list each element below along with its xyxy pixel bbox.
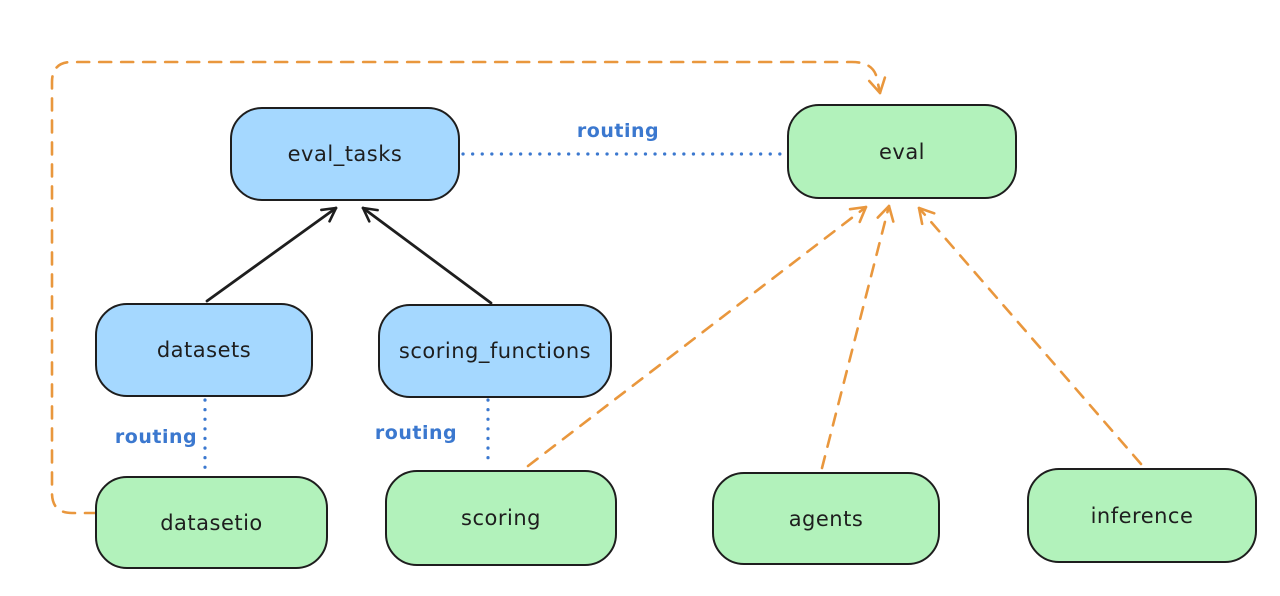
node-datasets: datasets	[95, 303, 313, 397]
edge-datasetio-to-eval-loop	[50, 60, 887, 515]
node-inference-label: inference	[1090, 503, 1194, 528]
node-scoring-functions: scoring_functions	[378, 304, 612, 398]
node-datasets-label: datasets	[156, 338, 252, 362]
edge-agents-to-eval	[820, 204, 895, 470]
edge-scoring-functions-to-eval-tasks	[361, 206, 493, 305]
node-eval: eval	[787, 104, 1017, 199]
node-eval-tasks: eval_tasks	[230, 107, 460, 201]
routing-label-eval-tasks-eval: routing	[576, 120, 660, 142]
node-agents: agents	[712, 472, 940, 565]
edge-datasets-to-eval-tasks	[205, 206, 338, 303]
node-datasetio: datasetio	[95, 476, 328, 569]
node-scoring: scoring	[385, 470, 617, 566]
edge-inference-to-eval	[917, 206, 1143, 466]
routing-label-datasets-datasetio: routing	[114, 426, 198, 448]
node-datasetio-label: datasetio	[160, 510, 263, 535]
node-agents-label: agents	[788, 506, 864, 531]
edge-scoring-to-eval	[526, 205, 868, 468]
node-inference: inference	[1027, 468, 1257, 563]
node-scoring-label: scoring	[461, 506, 541, 530]
node-eval-label: eval	[878, 139, 926, 164]
node-scoring-functions-label: scoring_functions	[398, 339, 592, 363]
node-eval-tasks-label: eval_tasks	[287, 142, 403, 166]
routing-label-scoring-functions-scoring: routing	[374, 422, 458, 444]
